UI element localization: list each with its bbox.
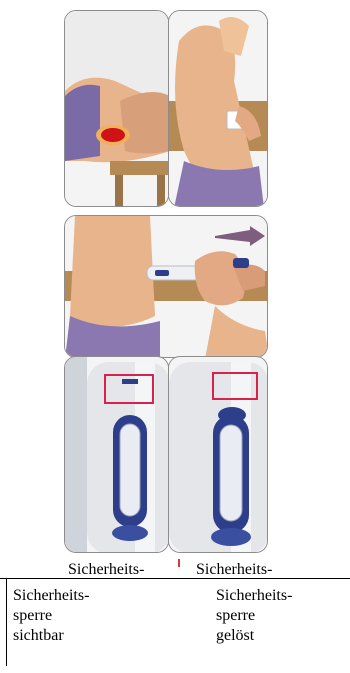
caption-right-line-2: sperre xyxy=(216,606,292,626)
panel-pen-lock-visible xyxy=(64,356,169,553)
panel-thigh-swab xyxy=(168,10,268,207)
caption-top-rule xyxy=(0,578,350,579)
panel-upper-arm xyxy=(64,10,169,207)
caption-right-line-3: gelöst xyxy=(216,626,292,646)
clipped-caption-line: Sicherheits- Sicherheits- xyxy=(64,555,274,577)
clipped-caption-right: Sicherheits- xyxy=(196,561,272,577)
caption-right-lock-released: Sicherheits- sperre gelöst xyxy=(216,586,292,646)
clipped-caption-left: Sicherheits- xyxy=(68,561,144,577)
caption-left-rule xyxy=(6,578,7,666)
panel-pen-lock-released xyxy=(168,356,268,553)
caption-left-line-1: Sicherheits- xyxy=(13,586,89,606)
red-cut-mark xyxy=(178,559,180,567)
caption-left-lock-visible: Sicherheits- sperre sichtbar xyxy=(13,586,89,646)
panel-pen-application xyxy=(64,215,268,358)
caption-right-line-1: Sicherheits- xyxy=(216,586,292,606)
caption-left-line-2: sperre xyxy=(13,606,89,626)
caption-table: Sicherheits- sperre sichtbar Sicherheits… xyxy=(0,576,350,666)
caption-left-line-3: sichtbar xyxy=(13,626,89,646)
